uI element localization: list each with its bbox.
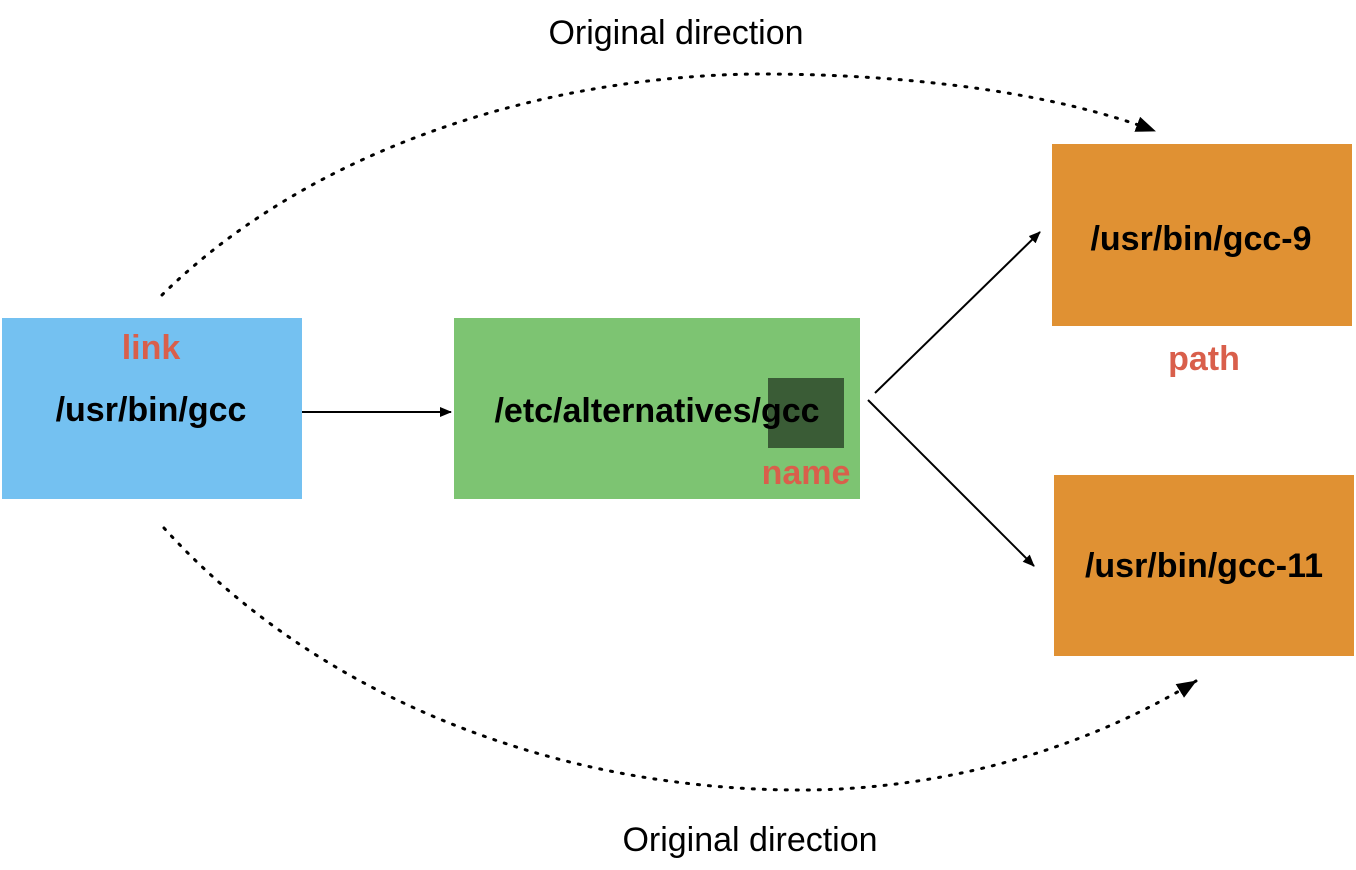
arrow-alternative-to-gcc9 xyxy=(874,231,1041,394)
link-path-text: /usr/bin/gcc xyxy=(55,391,247,429)
dotted-arrow-original-direction-top xyxy=(160,72,1157,297)
original-direction-bottom-label: Original direction xyxy=(622,821,878,859)
path-role-label: path xyxy=(1168,340,1240,378)
gcc11-node-box xyxy=(1054,475,1354,656)
alternative-path-text: /etc/alternatives/gcc xyxy=(494,392,820,430)
name-highlight xyxy=(768,378,844,448)
name-role-label: name xyxy=(761,454,851,492)
gcc9-path-text: /usr/bin/gcc-9 xyxy=(1090,220,1312,258)
gcc9-node-box xyxy=(1052,144,1352,326)
link-role-label: link xyxy=(121,329,181,367)
original-direction-top-label: Original direction xyxy=(548,14,804,52)
dotted-arrow-original-direction-bottom xyxy=(162,526,1198,792)
link-node-box xyxy=(2,318,302,499)
arrow-alternative-to-gcc11 xyxy=(867,399,1035,567)
gcc11-path-text: /usr/bin/gcc-11 xyxy=(1084,547,1324,585)
